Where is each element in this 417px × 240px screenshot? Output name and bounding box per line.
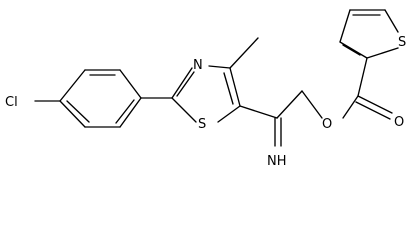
ester-oxygen-atom: O — [322, 117, 332, 132]
chlorophenyl-ring — [59, 69, 142, 128]
carbonyl-thiophene-bond — [357, 57, 368, 97]
thiazole-imine-carbon-bond — [239, 105, 278, 119]
carbonyl-bond-b — [355, 101, 391, 120]
imine-nh-group: NH — [267, 154, 287, 169]
ester-oxygen-bond — [342, 95, 359, 119]
chemical-structure-diagram: Cl S S N O O NH — [5, 9, 406, 169]
ch2-bond-b — [301, 90, 323, 119]
thiazole-nitrogen-atom: N — [193, 58, 203, 73]
thiazole-sulfur-atom: S — [198, 117, 206, 132]
carbonyl-bond-a — [357, 95, 393, 114]
chlorine-atom: Cl — [5, 95, 18, 110]
carbonyl-oxygen-atom: O — [394, 115, 404, 130]
methyl-bond — [229, 37, 259, 69]
thiazole-ring — [171, 65, 241, 123]
thiophene-sulfur-atom: S — [398, 35, 406, 50]
thiophene-ring — [339, 9, 399, 59]
ch2-bond-a — [276, 90, 303, 119]
